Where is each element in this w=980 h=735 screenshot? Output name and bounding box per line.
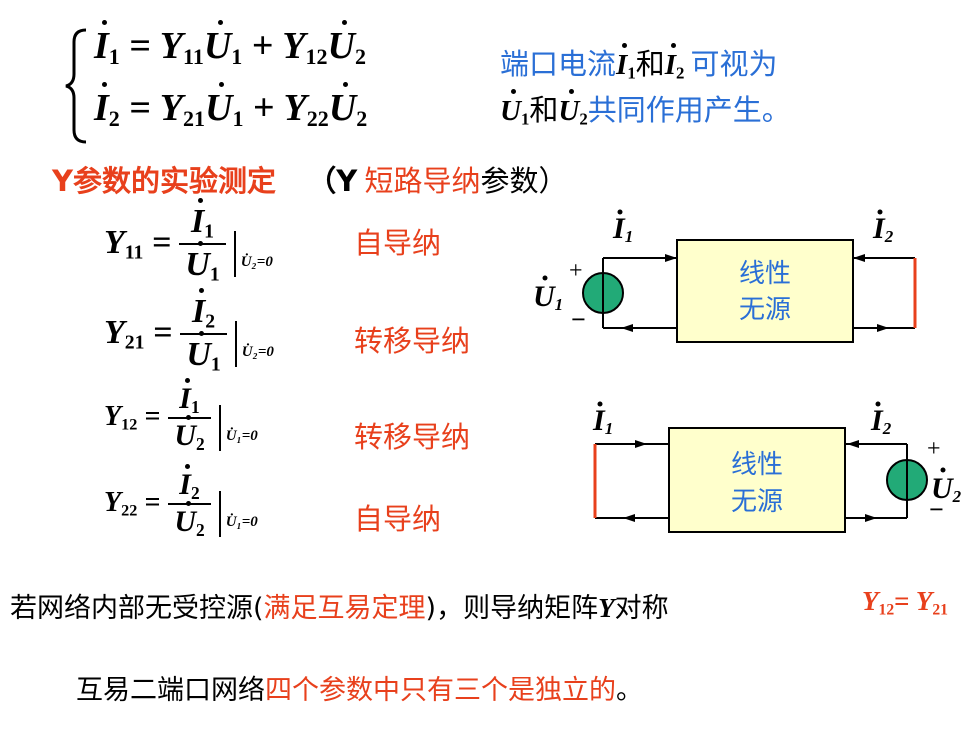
symmetry-equation: Y12= Y21 (862, 586, 948, 619)
label-transfer-admittance-2: 转移导纳 (354, 420, 471, 454)
box-1-line-2: 无源 (739, 295, 791, 325)
c1-minus: − (571, 305, 586, 334)
heading-paren: （Y (307, 164, 358, 198)
conclusion: 互易二端口网络四个参数中只有三个是独立的。 (76, 675, 643, 706)
box-1-line-1: 线性 (739, 259, 791, 289)
c1-i-left: I1 (612, 212, 633, 246)
heading-tail: 参数） (480, 164, 568, 198)
equation-1: I1 = Y11U1 + Y12U2 (94, 20, 367, 70)
box-2-line-1: 线性 (731, 450, 783, 480)
c1-i-right: I2 (872, 212, 894, 246)
circuit-diagram-2: 线性 无源 I1 I2 + U2 − (592, 401, 962, 533)
reciprocity-statement: 若网络内部无受控源(满足互易定理)，则导纳矩阵Y对称 (10, 593, 669, 624)
heading-title: Y参数的实验测定 (52, 164, 276, 198)
equation-2: I2 = Y21U1 + Y22U2 (94, 82, 368, 132)
two-port-box-1 (676, 239, 854, 343)
left-brace (65, 28, 87, 144)
heading-highlight: 短路导纳 (364, 164, 481, 198)
c1-plus: + (569, 258, 583, 284)
note-line-2: U1和U2共同作用产生。 (500, 88, 791, 129)
circuit-diagram-1: 线性 无源 I1 I2 U1 + − (533, 209, 917, 343)
two-port-box-2 (668, 427, 846, 533)
c2-i-left: I1 (592, 404, 613, 438)
equation-system: I1 = Y11U1 + Y12U2 I2 = Y21U1 + Y22U2 (62, 20, 442, 147)
c2-minus: − (929, 495, 944, 524)
label-self-admittance-1: 自导纳 (354, 226, 442, 260)
c2-i-right: I2 (870, 404, 892, 438)
c2-source-label: U2 (931, 472, 962, 506)
c2-plus: + (927, 436, 941, 462)
section-heading: Y参数的实验测定 （Y 短路导纳参数） (52, 158, 568, 200)
label-transfer-admittance-1: 转移导纳 (354, 324, 471, 358)
label-self-admittance-2: 自导纳 (354, 502, 442, 536)
c1-source-label: U1 (533, 280, 563, 314)
box-2-line-2: 无源 (731, 487, 783, 517)
